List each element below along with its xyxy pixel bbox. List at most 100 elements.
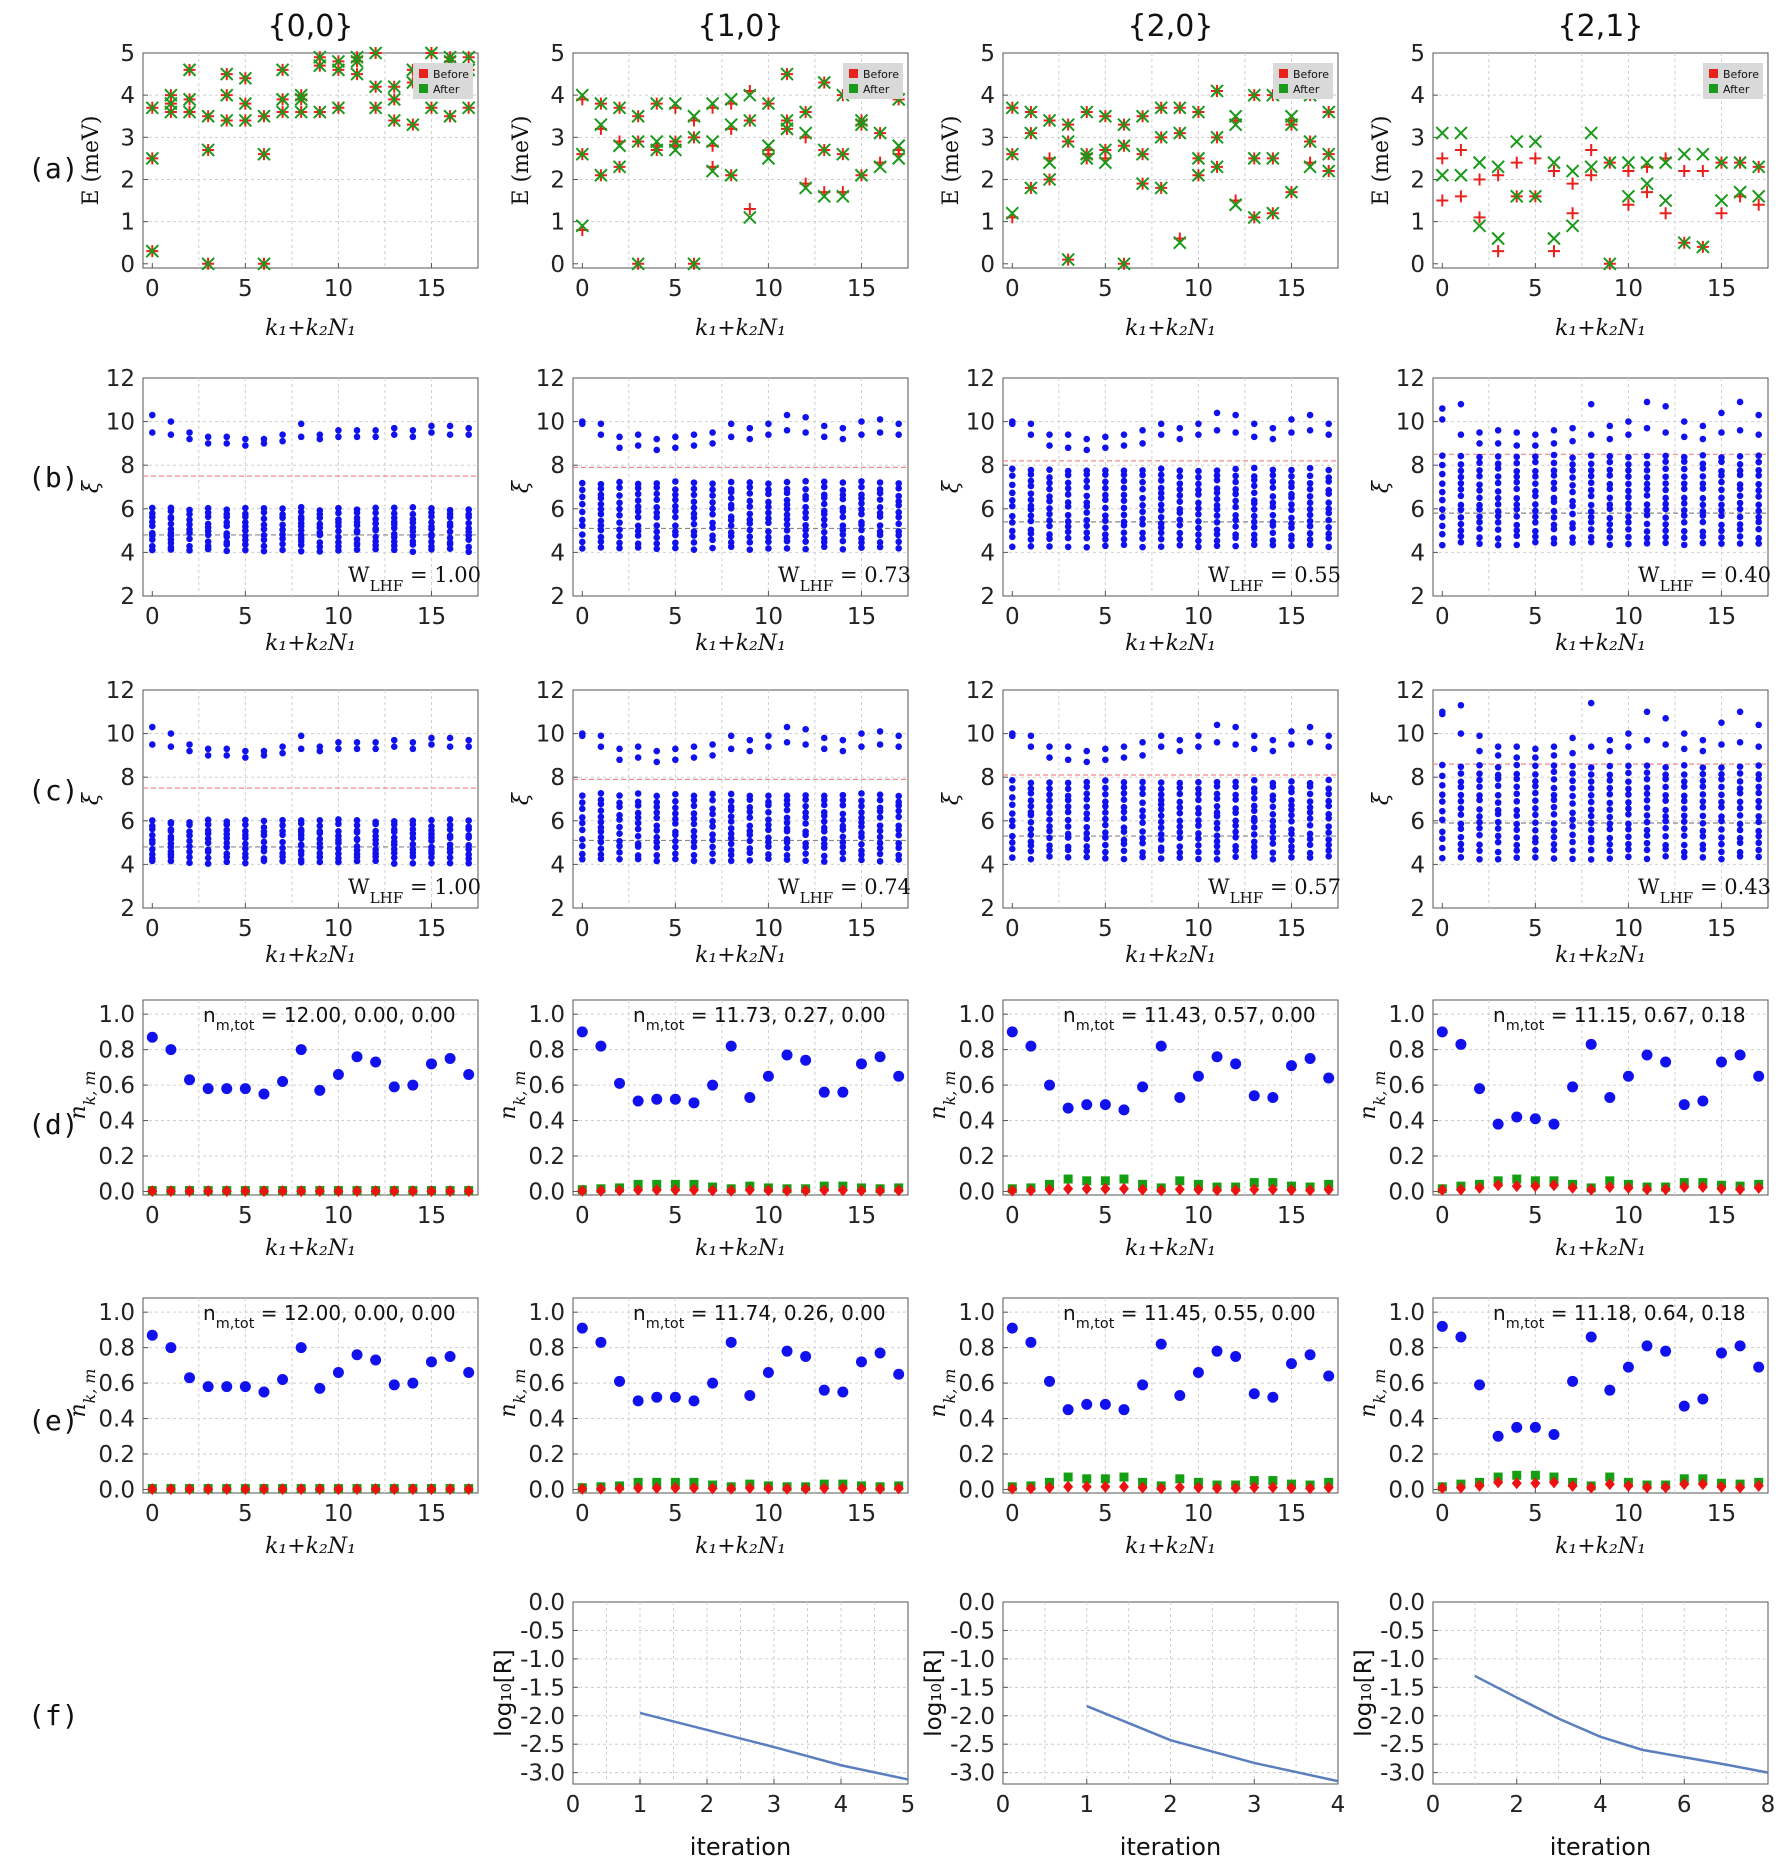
spectrum-point bbox=[895, 839, 902, 847]
spectrum-point bbox=[409, 548, 417, 556]
spectrum-point bbox=[839, 435, 847, 443]
spectrum-point bbox=[1513, 790, 1521, 798]
occupation-blue bbox=[184, 1074, 196, 1086]
marker-after bbox=[1135, 147, 1150, 161]
spectrum-point bbox=[1606, 841, 1614, 848]
spectrum-point bbox=[1269, 747, 1277, 755]
y-axis-label: nk, m bbox=[496, 1369, 529, 1418]
occupation-blue bbox=[818, 1086, 830, 1098]
marker-after bbox=[182, 105, 197, 119]
spectrum-point bbox=[316, 817, 324, 824]
occupation-red bbox=[1753, 1181, 1764, 1194]
spectrum-point bbox=[1250, 523, 1258, 531]
spectrum-point bbox=[1288, 797, 1295, 804]
spectrum-point bbox=[1680, 805, 1688, 812]
spectrum-point bbox=[1232, 853, 1239, 861]
spectrum-point bbox=[765, 826, 772, 834]
marker-before bbox=[1622, 198, 1635, 211]
spectrum-point bbox=[895, 431, 902, 438]
spectrum-point bbox=[204, 821, 212, 828]
marker-after bbox=[761, 151, 776, 166]
y-tick-label: 5 bbox=[1410, 41, 1425, 67]
spectrum-point bbox=[1643, 818, 1651, 826]
occupation-blue bbox=[688, 1097, 700, 1109]
marker-after bbox=[1266, 151, 1280, 166]
occupation-red bbox=[651, 1184, 662, 1197]
spectrum-point bbox=[634, 840, 642, 848]
spectrum-point bbox=[1213, 838, 1221, 845]
spectrum-point bbox=[616, 444, 623, 452]
marker-after bbox=[1042, 155, 1057, 170]
spectrum-point bbox=[1288, 741, 1295, 748]
spectrum-point bbox=[727, 478, 735, 486]
spectrum-point bbox=[616, 519, 623, 526]
spectrum-point bbox=[1513, 478, 1521, 486]
marker-after bbox=[461, 50, 476, 64]
spectrum-point bbox=[167, 525, 175, 533]
occupation-red bbox=[1455, 1481, 1466, 1494]
marker-after bbox=[1751, 189, 1766, 204]
spectrum-point bbox=[616, 837, 623, 845]
marker-after bbox=[1247, 88, 1261, 102]
spectrum-point bbox=[1569, 520, 1576, 527]
occupation-blue bbox=[1697, 1095, 1709, 1107]
spectrum-point bbox=[709, 796, 716, 804]
spectrum-point bbox=[1457, 467, 1465, 475]
spectrum-point bbox=[1439, 470, 1446, 478]
x-tick-label: 0 bbox=[1005, 1203, 1020, 1229]
spectrum-point bbox=[672, 828, 679, 836]
spectrum-point bbox=[1457, 473, 1465, 481]
spectrum-point bbox=[1718, 534, 1725, 541]
spectrum-point bbox=[316, 539, 324, 546]
x-tick-label: 5 bbox=[668, 1501, 683, 1527]
spectrum-point bbox=[1532, 854, 1539, 861]
spectrum-point bbox=[1213, 495, 1221, 503]
marker-after bbox=[1098, 109, 1113, 123]
spectrum-point bbox=[1157, 484, 1165, 492]
occupation-red bbox=[203, 1185, 214, 1198]
spectrum-point bbox=[1569, 800, 1576, 807]
spectrum-point bbox=[802, 532, 809, 539]
spectrum-point bbox=[1213, 843, 1221, 850]
spectrum-point bbox=[1213, 819, 1221, 827]
spectrum-point bbox=[839, 513, 847, 521]
spectrum-point bbox=[1269, 499, 1277, 507]
y-tick-label: -2.5 bbox=[520, 1732, 565, 1758]
occupation-red bbox=[1642, 1481, 1653, 1494]
occupation-blue bbox=[725, 1040, 737, 1052]
occupation-red bbox=[595, 1482, 606, 1495]
spectrum-point bbox=[1083, 529, 1091, 536]
x-tick-label: 5 bbox=[1098, 1501, 1113, 1527]
spectrum-point bbox=[1139, 529, 1146, 537]
spectrum-point bbox=[1213, 849, 1221, 856]
spectrum-point bbox=[1102, 517, 1109, 525]
spectrum-point bbox=[1587, 785, 1595, 792]
marker-before bbox=[1585, 169, 1598, 182]
spectrum-point bbox=[1494, 848, 1502, 856]
y-tick-label: 0.0 bbox=[958, 1179, 995, 1205]
occupation-green bbox=[1512, 1174, 1522, 1184]
spectrum-point bbox=[1288, 778, 1295, 785]
x-tick-label: 15 bbox=[1277, 1203, 1306, 1229]
spectrum-point bbox=[1157, 836, 1165, 843]
occupation-red bbox=[1548, 1476, 1559, 1489]
spectrum-point bbox=[1680, 453, 1688, 461]
spectrum-point bbox=[1606, 452, 1614, 460]
row-label: (f) bbox=[28, 1699, 79, 1732]
spectrum-point bbox=[1232, 805, 1239, 812]
spectrum-point bbox=[1643, 467, 1651, 474]
spectrum-point bbox=[1755, 411, 1762, 419]
y-tick-label: 6 bbox=[120, 809, 135, 835]
spectrum-point bbox=[653, 844, 661, 851]
spectrum-point bbox=[1232, 817, 1239, 825]
spectrum-point bbox=[353, 835, 361, 843]
spectrum-point bbox=[876, 814, 884, 821]
spectrum-point bbox=[465, 424, 472, 432]
spectrum-point bbox=[1550, 752, 1558, 759]
spectrum-point bbox=[1083, 499, 1091, 506]
spectrum-point bbox=[186, 843, 193, 850]
spectrum-point bbox=[1662, 494, 1669, 502]
spectrum-point bbox=[1457, 853, 1465, 861]
spectrum-point bbox=[1120, 467, 1128, 474]
spectrum-point bbox=[1662, 783, 1669, 791]
